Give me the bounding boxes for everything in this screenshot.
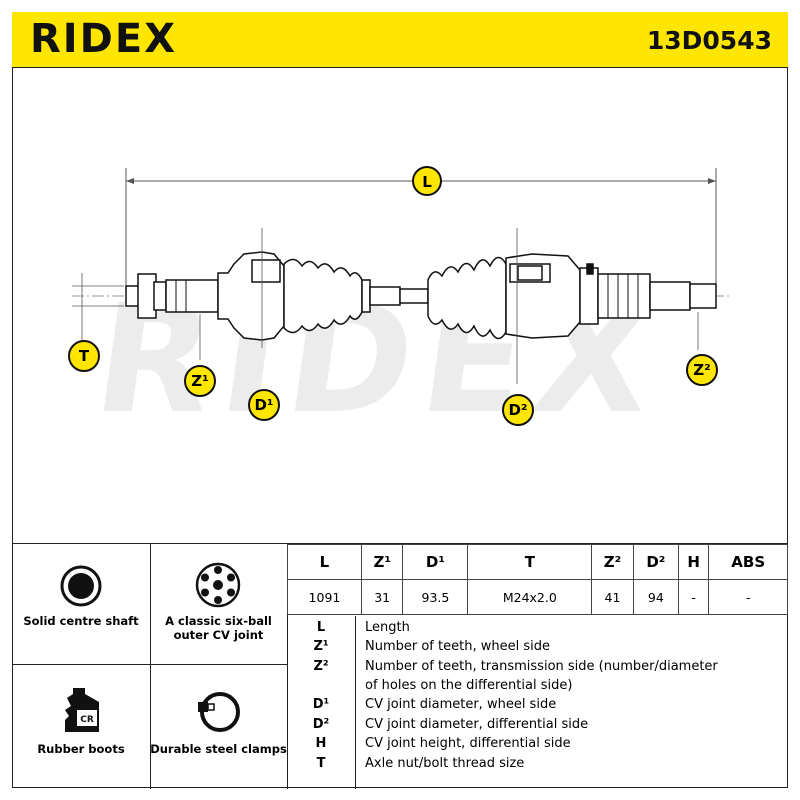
dimension-label-l: L <box>422 173 432 191</box>
brand-logo: RIDEX <box>30 16 178 62</box>
badge-t: T <box>68 340 100 372</box>
feature-solid-shaft: Solid centre shaft <box>12 544 150 664</box>
feature-label: A classic six-ball outer CV joint <box>165 614 272 642</box>
spec-value: 94 <box>632 579 679 615</box>
spec-header: ABS <box>708 544 788 580</box>
feature-rubber-boots: CR Rubber boots <box>12 664 150 789</box>
feature-steel-clamps: Durable steel clamps <box>150 664 287 789</box>
legend-divider <box>355 616 356 789</box>
spec-header: L <box>287 544 362 580</box>
spec-value: - <box>708 579 788 615</box>
spec-header-row: L Z¹ D¹ T Z² D² H ABS <box>287 544 788 580</box>
header-bar: RIDEX 13D0543 <box>12 12 788 68</box>
drive-shaft-drawing: L <box>72 166 732 384</box>
technical-drawing: RIDEX L <box>12 68 788 543</box>
rubber-boot-icon: CR <box>65 688 99 732</box>
badge-d1: D¹ <box>248 389 280 421</box>
part-number: 13D0543 <box>646 26 772 55</box>
spec-header: Z² <box>591 544 634 580</box>
badge-d2: D² <box>502 394 534 426</box>
badge-z2: Z² <box>686 354 718 386</box>
feature-six-ball: A classic six-ball outer CV joint <box>150 544 287 664</box>
spec-value: 31 <box>360 579 404 615</box>
spec-header: D² <box>632 544 679 580</box>
spec-value: M24x2.0 <box>467 579 593 615</box>
spec-value: 41 <box>591 579 634 615</box>
spec-value: - <box>677 579 710 615</box>
feature-label: Durable steel clamps <box>150 742 287 756</box>
spec-value-row: 1091 31 93.5 M24x2.0 41 94 - - <box>287 579 788 615</box>
feature-label: Rubber boots <box>37 742 125 756</box>
spec-header: H <box>677 544 710 580</box>
six-ball-joint-icon <box>195 562 241 608</box>
spec-header: Z¹ <box>360 544 404 580</box>
spec-value: 1091 <box>287 579 362 615</box>
feature-divider-h <box>12 664 287 665</box>
spec-header: D¹ <box>402 544 469 580</box>
spec-table: L Z¹ D¹ T Z² D² H ABS 1091 31 93.5 M24x2… <box>287 544 788 615</box>
spec-section: Solid centre shaft A classic six-ball ou… <box>12 543 788 789</box>
badge-z1: Z¹ <box>184 365 216 397</box>
boot-icon-text: CR <box>80 715 94 725</box>
solid-circle-icon <box>60 565 102 607</box>
feature-divider-v <box>150 544 151 789</box>
spec-value: 93.5 <box>402 579 469 615</box>
spec-header: T <box>467 544 593 580</box>
steel-clamp-icon <box>198 692 240 732</box>
feature-label: Solid centre shaft <box>23 614 139 628</box>
dimension-badge-l: L <box>412 166 442 196</box>
feature-divider-v2 <box>287 544 288 789</box>
